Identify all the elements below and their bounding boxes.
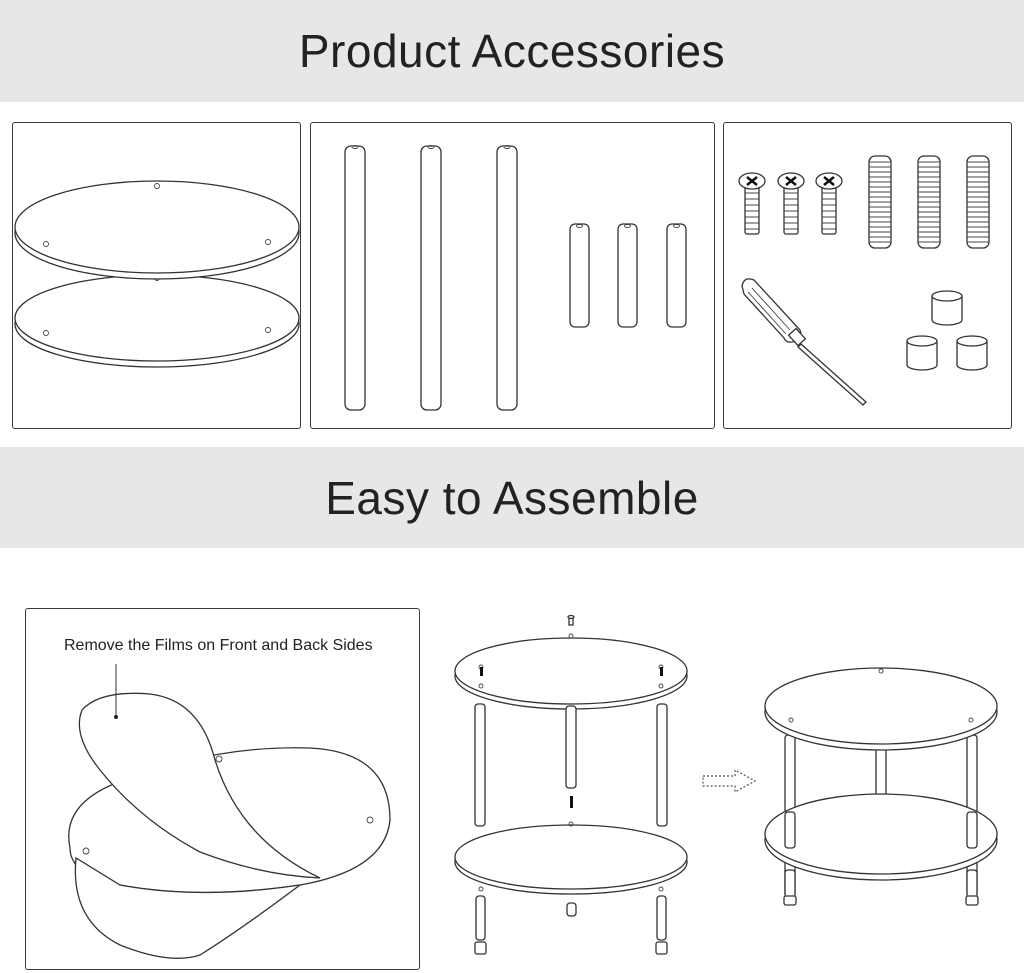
exploded-assembly-icon <box>454 614 688 955</box>
screw-icon <box>738 172 766 235</box>
long-leg-icon <box>344 145 366 411</box>
arrow-right-icon <box>702 768 757 794</box>
short-leg-icon <box>617 223 638 328</box>
panel-hardware <box>723 122 1012 429</box>
screw-icon <box>777 172 805 235</box>
screw-icon <box>815 172 843 235</box>
short-leg-icon <box>569 223 590 328</box>
screwdriver-icon <box>741 278 867 406</box>
leg-cap-icon <box>956 335 988 371</box>
long-leg-icon <box>496 145 518 411</box>
films-note: Remove the Films on Front and Back Sides <box>64 637 373 654</box>
short-leg-icon <box>666 223 687 328</box>
accessories-header-band: Product Accessories <box>0 0 1024 102</box>
glass-shelf-top-icon <box>14 180 300 280</box>
threaded-bolt-icon <box>966 155 990 249</box>
glass-with-film-icon <box>68 664 391 959</box>
threaded-bolt-icon <box>868 155 892 249</box>
leg-cap-icon <box>931 290 963 326</box>
accessories-title: Product Accessories <box>298 25 726 77</box>
assemble-title: Easy to Assemble <box>325 471 699 524</box>
leg-cap-icon <box>906 335 938 371</box>
threaded-bolt-icon <box>917 155 941 249</box>
glass-shelf-bottom-icon <box>14 274 300 368</box>
assemble-header-band: Easy to Assemble <box>0 447 1024 548</box>
long-leg-icon <box>420 145 442 411</box>
assembled-table-icon <box>764 667 998 906</box>
